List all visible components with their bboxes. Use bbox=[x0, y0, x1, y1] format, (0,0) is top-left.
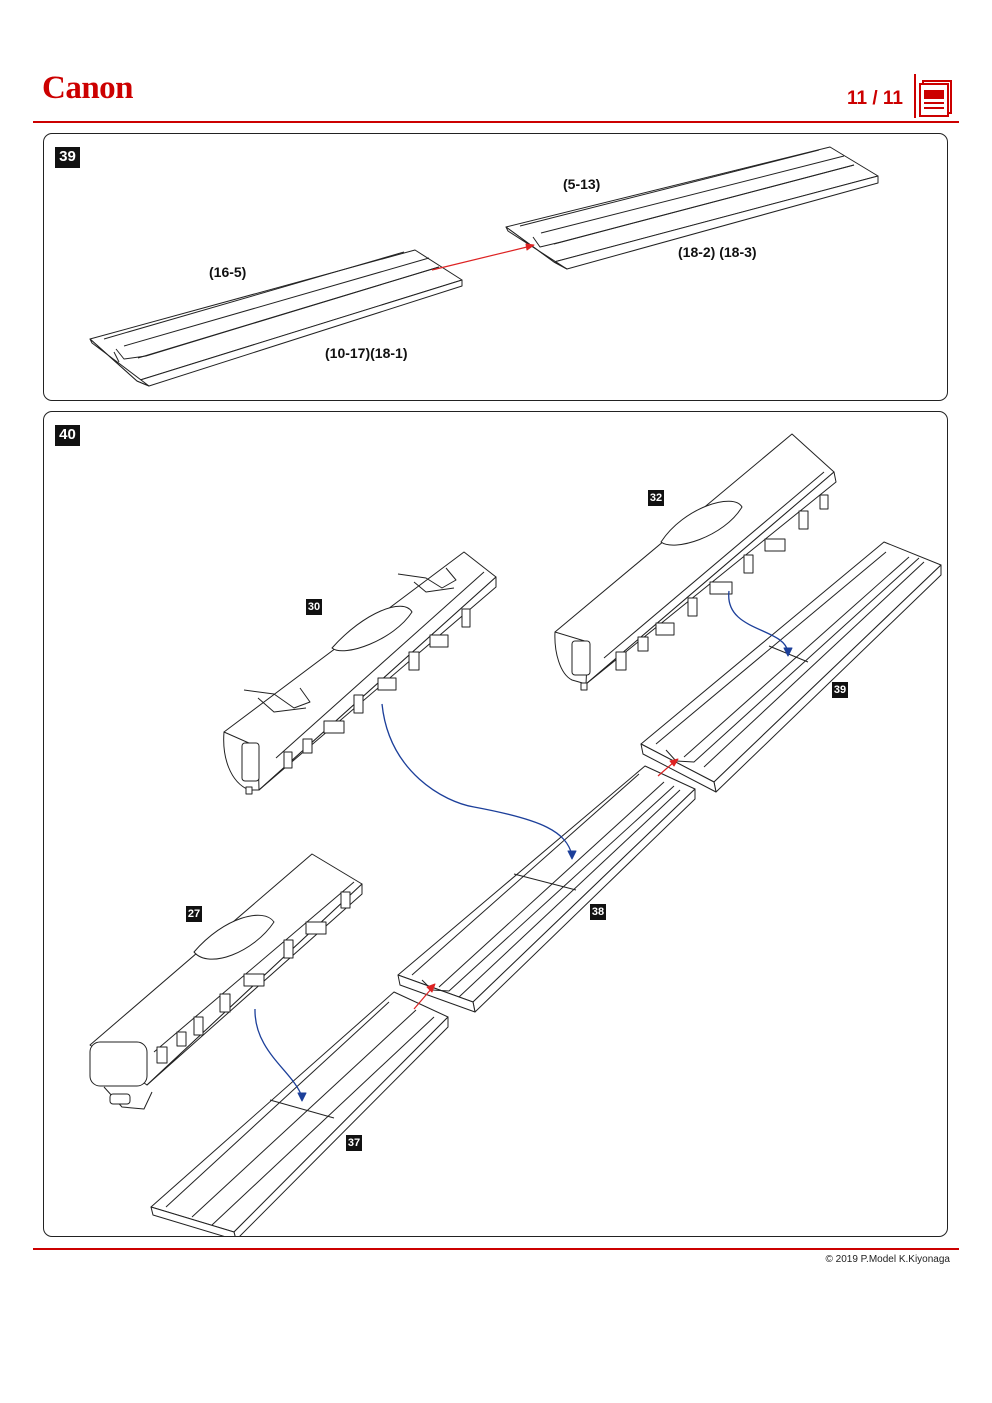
label-10-17-18-1: (10-17)(18-1) bbox=[325, 345, 408, 361]
step-40-panel: 40 32 30 27 39 38 37 bbox=[43, 411, 948, 1237]
part-badge-30: 30 bbox=[306, 599, 322, 615]
part-badge-32: 32 bbox=[648, 490, 664, 506]
part-badge-27: 27 bbox=[186, 906, 202, 922]
step-39-panel: 39 (16-5) (10-17)(18-1) (5-13) (18-2) (1… bbox=[43, 133, 948, 401]
car-32-drawing bbox=[554, 433, 837, 691]
canon-logo: Canon bbox=[42, 70, 134, 106]
step-40-badge: 40 bbox=[55, 425, 80, 446]
header-rule bbox=[33, 121, 959, 123]
footer-rule bbox=[33, 1248, 959, 1250]
blue-guide-arrows bbox=[254, 590, 789, 1098]
platform-38-drawing bbox=[397, 765, 696, 1013]
platform-39-drawing bbox=[640, 541, 942, 793]
step-40-illustration bbox=[89, 433, 942, 1236]
document-icon[interactable] bbox=[914, 74, 954, 123]
part-badge-37: 37 bbox=[346, 1135, 362, 1151]
car-27-drawing bbox=[89, 853, 363, 1110]
part-badge-39: 39 bbox=[832, 682, 848, 698]
label-18-2-18-3: (18-2) (18-3) bbox=[678, 244, 757, 260]
part-badge-38: 38 bbox=[590, 904, 606, 920]
red-joint-arrows bbox=[413, 761, 675, 1010]
page-indicator: 11 / 11 bbox=[846, 88, 903, 109]
step-39-illustration bbox=[89, 146, 879, 387]
step-39-badge: 39 bbox=[55, 147, 80, 168]
platform-right-drawing bbox=[505, 146, 879, 270]
car-30-drawing bbox=[223, 551, 497, 795]
label-5-13: (5-13) bbox=[563, 176, 601, 192]
platform-left-drawing bbox=[89, 249, 463, 387]
copyright-text: © 2019 P.Model K.Kiyonaga bbox=[825, 1254, 951, 1265]
platform-37-drawing bbox=[150, 991, 449, 1236]
label-16-5: (16-5) bbox=[209, 264, 247, 280]
